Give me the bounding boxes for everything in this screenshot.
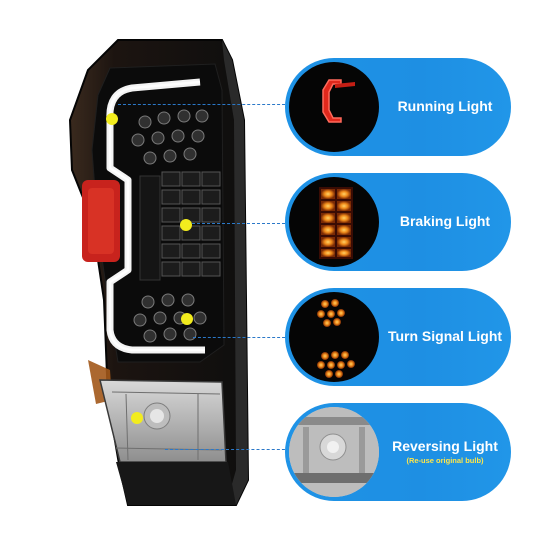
running-light-thumbnail: [289, 62, 379, 152]
reversing-light-callout: Reversing Light (Re-use original bulb): [285, 403, 511, 501]
braking-light-callout: Braking Light: [285, 173, 511, 271]
running-light-label: Running Light: [397, 98, 493, 115]
running-light-callout: Running Light: [285, 58, 511, 156]
reversing-light-connector: [165, 449, 290, 450]
turn-signal-light-thumbnail: [289, 292, 379, 382]
reversing-light-thumbnail: [289, 407, 379, 497]
reuse-bulb-note: (Re-use original bulb): [406, 455, 484, 465]
turn-signal-light-callout: Turn Signal Light: [285, 288, 511, 386]
braking-light-label: Braking Light: [399, 213, 491, 230]
reversing-light-marker: [131, 412, 143, 424]
braking-light-marker: [180, 219, 192, 231]
reversing-light-label: Reversing Light: [392, 438, 498, 455]
turn-signal-light-connector: [193, 337, 290, 338]
reversing-light-text: Reversing Light (Re-use original bulb): [385, 403, 505, 501]
running-light-connector: [118, 104, 290, 105]
running-light-marker: [106, 113, 118, 125]
braking-light-thumbnail: [289, 177, 379, 267]
turn-signal-light-marker: [181, 313, 193, 325]
braking-light-connector: [192, 223, 290, 224]
turn-signal-light-label: Turn Signal Light: [387, 328, 503, 345]
